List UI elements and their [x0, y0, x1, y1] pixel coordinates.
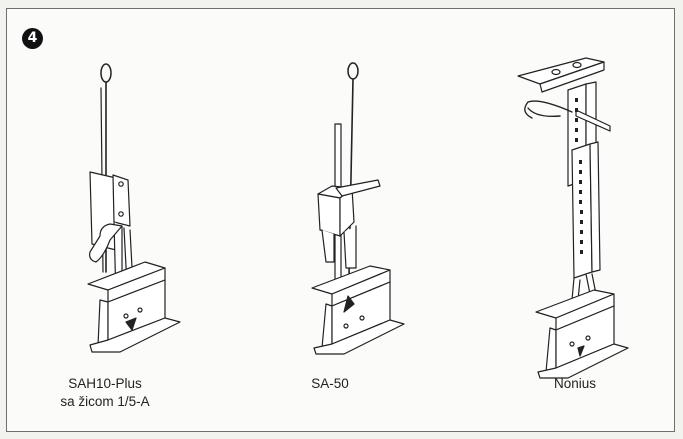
caption-sah10-plus: SAH10-Plus sa žicom 1/5-A: [40, 375, 170, 411]
caption-sah10-plus-line1: SAH10-Plus: [68, 376, 142, 391]
caption-nonius-line1: Nonius: [553, 376, 597, 391]
sah10-plus-hanger-drawing: [87, 63, 181, 353]
sa-50-hanger-drawing: [311, 62, 405, 355]
nonius-hanger-drawing: [517, 57, 629, 379]
caption-sa-50: SA-50: [290, 375, 370, 393]
caption-sa-50-line1: SA-50: [311, 376, 349, 391]
caption-nonius: Nonius: [535, 375, 615, 393]
caption-sah10-plus-line2: sa žicom 1/5-A: [60, 394, 150, 409]
step-number-badge: 4: [22, 28, 43, 49]
